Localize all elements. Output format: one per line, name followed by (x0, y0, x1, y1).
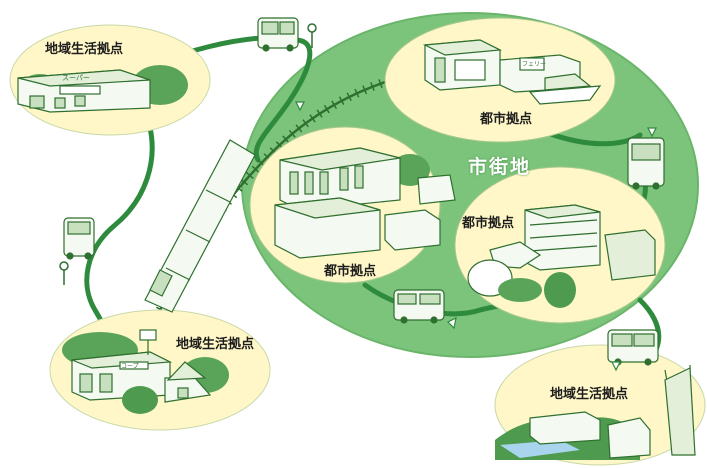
label-urban-hub-top: 都市拠点 (480, 112, 533, 127)
train-icon (144, 139, 256, 313)
bus-stop-icon-left (59, 261, 69, 285)
label-urban-area: 市街地 (468, 156, 532, 178)
civic-buildings-icon (274, 147, 456, 259)
bus-icon-right (627, 137, 665, 190)
bus-icon-top (257, 17, 299, 52)
label-regional-hub-topleft: 地域生活拠点 (45, 42, 124, 57)
sign-coop: コープ (121, 363, 139, 370)
arrow-icon (611, 361, 621, 372)
riverside-town-icon (495, 365, 696, 460)
bus-stop-icon-top (307, 23, 317, 48)
label-regional-hub-bottomleft: 地域生活拠点 (176, 337, 255, 352)
bus-icon-bottomright (607, 329, 659, 366)
office-park-icon (467, 204, 656, 308)
label-urban-hub-left: 都市拠点 (324, 264, 377, 279)
supermarket-building-icon (17, 65, 188, 113)
bus-icon-left (63, 217, 95, 260)
label-regional-hub-bottomright: 地域生活拠点 (550, 387, 629, 402)
arrow-icon (446, 316, 457, 330)
label-urban-hub-right: 都市拠点 (462, 216, 515, 231)
arrow-icons (295, 101, 657, 372)
route-topleft-down (84, 117, 155, 339)
coop-building-icon (62, 329, 229, 414)
arrow-icon (295, 101, 305, 112)
route-bus-to-railway (253, 37, 313, 163)
sign-ferry-terminal: フェリー (522, 61, 547, 68)
arrow-icon (647, 127, 657, 138)
station-ferry-icon (422, 39, 602, 105)
sign-supermarket: スーパー (62, 74, 90, 82)
bus-icon-bottom (393, 289, 445, 324)
